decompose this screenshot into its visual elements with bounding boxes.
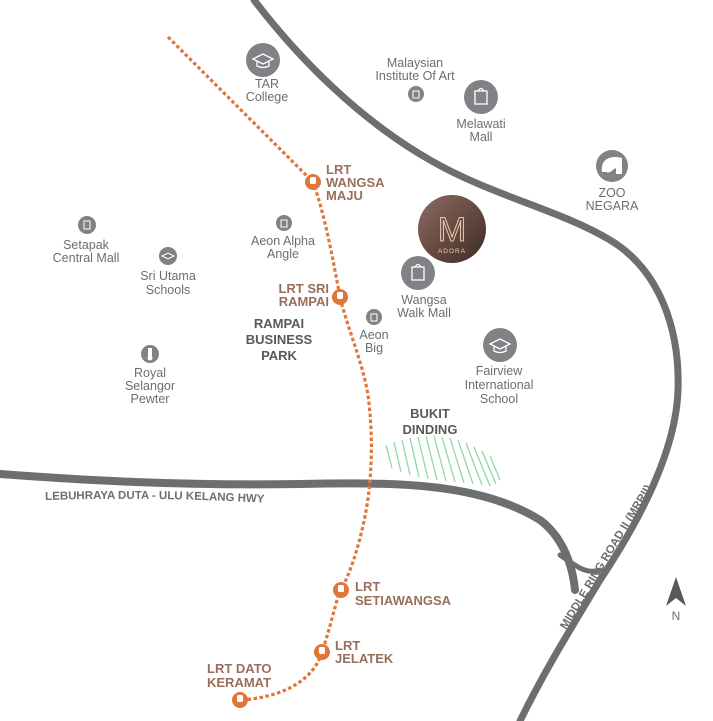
- shopping-bag-icon: [276, 215, 292, 231]
- svg-text:Fairview: Fairview: [476, 364, 524, 378]
- station-dato-keramat[interactable]: LRT DATO KERAMAT: [207, 661, 272, 708]
- poi-setapak-central-mall[interactable]: Setapak Central Mall: [53, 216, 120, 265]
- poi-wangsa-walk-mall[interactable]: Wangsa Walk Mall: [397, 256, 451, 320]
- svg-text:RAMPAI: RAMPAI: [279, 294, 329, 309]
- shopping-bag-icon: [401, 256, 435, 290]
- svg-text:Melawati: Melawati: [456, 117, 505, 131]
- road-upper-arc: [250, 0, 682, 721]
- shopping-bag-icon: [78, 216, 96, 234]
- svg-text:LRT: LRT: [335, 638, 360, 653]
- north-compass: N: [666, 577, 686, 623]
- svg-text:LRT SRI: LRT SRI: [278, 281, 329, 296]
- svg-text:PARK: PARK: [261, 348, 297, 363]
- svg-text:NEGARA: NEGARA: [586, 199, 639, 213]
- svg-text:International: International: [465, 378, 534, 392]
- road-label-duta-ulu-kelang: LEBUHRAYA DUTA - ULU KELANG HWY: [45, 490, 265, 506]
- poi-zoo-negara[interactable]: ZOO NEGARA: [586, 150, 639, 213]
- station-wangsa-maju[interactable]: LRT WANGSA MAJU: [305, 162, 385, 203]
- svg-text:Walk Mall: Walk Mall: [397, 306, 451, 320]
- svg-text:RAMPAI: RAMPAI: [254, 316, 304, 331]
- station-jelatek[interactable]: LRT JELATEK: [314, 638, 394, 666]
- road-interchange-ramp: [557, 552, 603, 574]
- svg-text:DINDING: DINDING: [403, 422, 458, 437]
- adora-landmark[interactable]: M ADORA: [418, 195, 486, 263]
- shopping-bag-icon: [366, 309, 382, 325]
- north-arrow-icon: [666, 577, 686, 606]
- station-sri-rampai[interactable]: LRT SRI RAMPAI: [278, 281, 348, 309]
- svg-text:WANGSA: WANGSA: [326, 175, 385, 190]
- road-duta-ulu-kelang[interactable]: [0, 470, 579, 594]
- road-label-mrr2: MIDDLE RING ROAD II (MRRII): [558, 483, 654, 632]
- svg-text:Schools: Schools: [146, 283, 190, 297]
- svg-text:Aeon Alpha: Aeon Alpha: [251, 234, 315, 248]
- svg-text:Big: Big: [365, 341, 383, 355]
- svg-text:LRT DATO: LRT DATO: [207, 661, 272, 676]
- svg-text:MAJU: MAJU: [326, 188, 363, 203]
- svg-text:College: College: [246, 90, 288, 104]
- svg-text:BUKIT: BUKIT: [410, 406, 450, 421]
- svg-text:N: N: [672, 609, 681, 623]
- svg-text:SETIAWANGSA: SETIAWANGSA: [355, 593, 452, 608]
- area-rampai-business-park: RAMPAI BUSINESS PARK: [246, 316, 313, 363]
- svg-text:Angle: Angle: [267, 247, 299, 261]
- svg-text:Central Mall: Central Mall: [53, 251, 120, 265]
- svg-text:LRT: LRT: [326, 162, 351, 177]
- svg-text:Pewter: Pewter: [131, 392, 170, 406]
- area-bukit-dinding: BUKIT DINDING: [403, 406, 458, 437]
- svg-text:Royal: Royal: [134, 366, 166, 380]
- poi-royal-selangor-pewter[interactable]: Royal Selangor Pewter: [125, 345, 175, 406]
- svg-text:ZOO: ZOO: [598, 186, 625, 200]
- svg-text:Malaysian: Malaysian: [387, 56, 443, 70]
- svg-text:Sri Utama: Sri Utama: [140, 269, 196, 283]
- svg-text:Selangor: Selangor: [125, 379, 175, 393]
- svg-text:TAR: TAR: [255, 77, 279, 91]
- poi-melawati-mall[interactable]: Melawati Mall: [456, 80, 506, 144]
- svg-text:Wangsa: Wangsa: [401, 293, 446, 307]
- svg-text:LRT: LRT: [355, 579, 380, 594]
- svg-text:Mall: Mall: [470, 130, 493, 144]
- adora-logo-name: ADORA: [438, 248, 466, 255]
- adora-logo[interactable]: [418, 195, 486, 263]
- poi-tar-college[interactable]: TAR College: [246, 43, 288, 104]
- shopping-bag-icon: [464, 80, 498, 114]
- svg-text:JELATEK: JELATEK: [335, 651, 394, 666]
- adora-logo-letter: M: [438, 211, 466, 249]
- svg-text:Aeon: Aeon: [359, 328, 388, 342]
- poi-sri-utama-schools[interactable]: Sri Utama Schools: [140, 247, 196, 297]
- svg-text:Setapak: Setapak: [63, 238, 110, 252]
- poi-aeon-big[interactable]: Aeon Big: [359, 309, 389, 355]
- poi-aeon-alpha-angle[interactable]: Aeon Alpha Angle: [251, 215, 315, 261]
- graduation-cap-icon: [483, 328, 517, 362]
- svg-text:BUSINESS: BUSINESS: [246, 332, 313, 347]
- svg-text:School: School: [480, 392, 518, 406]
- svg-text:KERAMAT: KERAMAT: [207, 675, 271, 690]
- poi-malaysian-institute-of-art[interactable]: Malaysian Institute Of Art: [375, 56, 455, 102]
- station-setiawangsa[interactable]: LRT SETIAWANGSA: [333, 579, 452, 608]
- svg-text:Institute Of Art: Institute Of Art: [375, 69, 455, 83]
- graduation-cap-icon: [246, 43, 280, 77]
- shopping-bag-icon: [408, 86, 424, 102]
- lrt-rail-line: [166, 35, 373, 702]
- bukit-dinding-hatch: [385, 435, 501, 487]
- poi-fairview-international-school[interactable]: Fairview International School: [465, 328, 534, 406]
- graduation-cap-icon: [159, 247, 177, 265]
